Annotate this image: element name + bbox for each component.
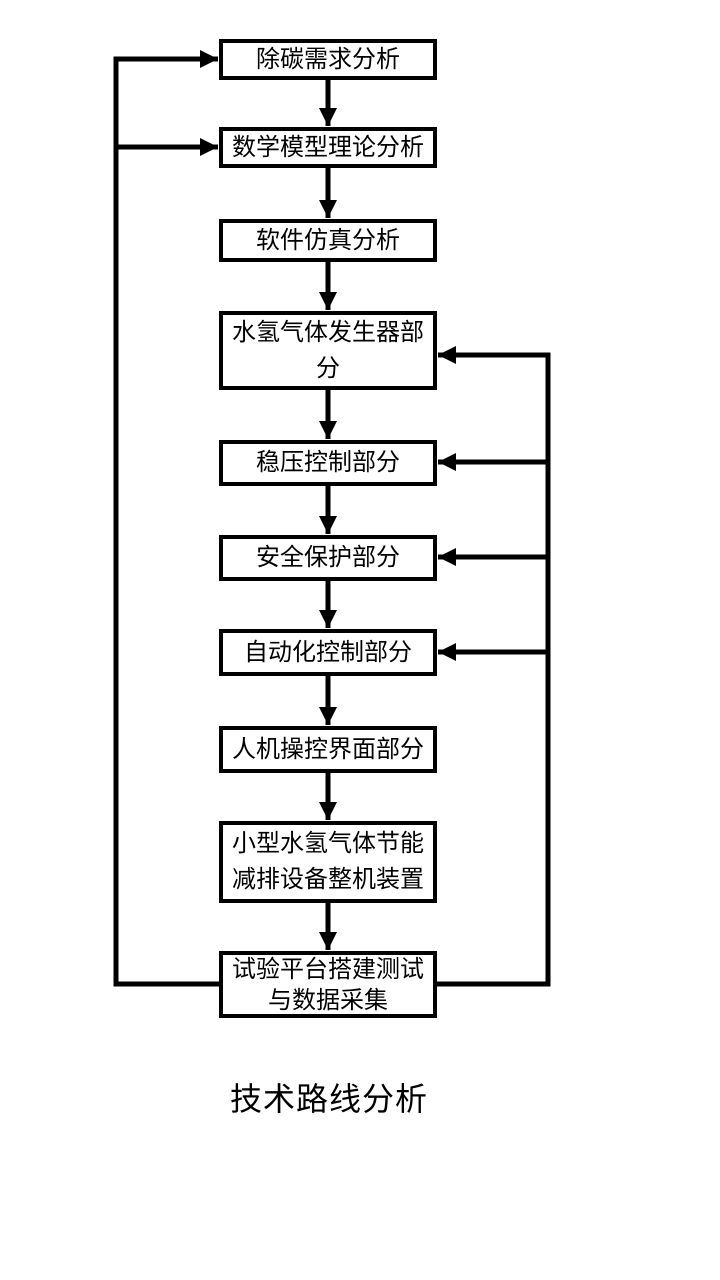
flow-node-pressure-control: 稳压控制部分 bbox=[219, 440, 437, 486]
flow-node-carbon-removal-demand: 除碳需求分析 bbox=[219, 39, 437, 80]
diagram-caption: 技术路线分析 bbox=[229, 1081, 428, 1117]
flow-node-water-hydrogen-generator: 水氢气体发生器部分 bbox=[219, 311, 437, 390]
flow-node-safety-protection: 安全保护部分 bbox=[219, 535, 437, 581]
flow-node-automation-control: 自动化控制部分 bbox=[219, 629, 437, 676]
flow-node-complete-device: 小型水氢气体节能减排设备整机装置 bbox=[219, 821, 437, 903]
feedback-left-to-node1 bbox=[113, 50, 219, 987]
flow-node-test-platform-data: 试验平台搭建测试与数据采集 bbox=[219, 951, 437, 1018]
flow-node-math-model-theory: 数学模型理论分析 bbox=[219, 127, 437, 168]
flow-node-software-simulation: 软件仿真分析 bbox=[219, 219, 437, 262]
feedback-right-to-node4 bbox=[437, 346, 551, 987]
flow-node-hmi-interface: 人机操控界面部分 bbox=[219, 726, 437, 773]
